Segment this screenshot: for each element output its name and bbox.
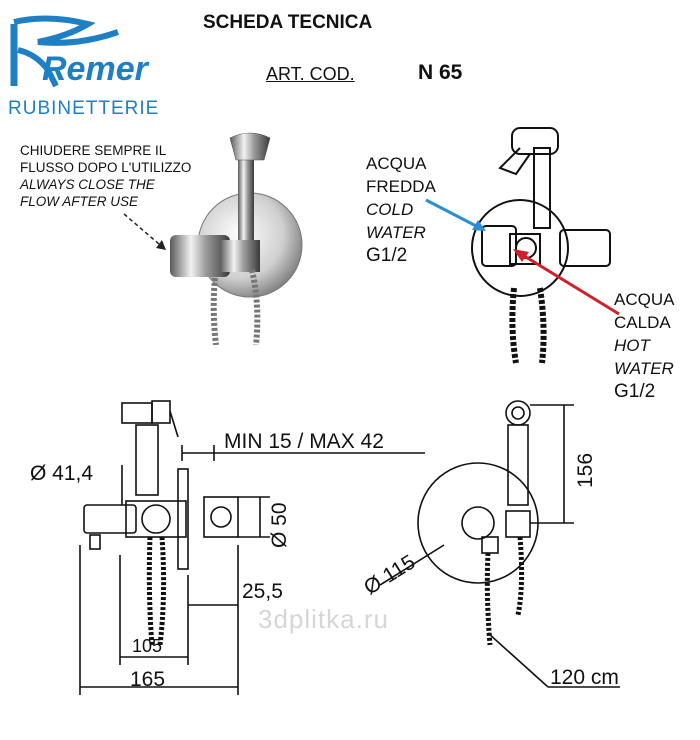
usage-note-en-line1: ALWAYS CLOSE THE (20, 177, 155, 192)
cold-label-en2: WATER (366, 223, 426, 242)
hot-label-size: G1/2 (614, 381, 656, 402)
cold-label-it2: FREDDA (366, 177, 436, 196)
article-code-label: ART. COD. (266, 64, 355, 84)
note-arrow (123, 213, 167, 251)
brand-subtitle: RUBINETTERIE (8, 98, 160, 119)
dim-offset: 25,5 (242, 580, 283, 603)
hot-water-arrow (513, 249, 620, 316)
usage-note-it-line2: FLUSSO DOPO L'UTILIZZO (20, 160, 192, 175)
brand-logo: Remer RUBINETTERIE (8, 10, 188, 120)
usage-note-it-line1: CHIUDERE SEMPRE IL (20, 143, 167, 158)
dim-depth-inner: 105 (132, 636, 163, 656)
document-title: SCHEDA TECNICA (203, 12, 373, 33)
dim-hose-length: 120 cm (550, 666, 619, 689)
cold-label-it1: ACQUA (366, 154, 427, 173)
hot-label-it2: CALDA (614, 313, 671, 332)
cold-label-en1: COLD (366, 200, 414, 219)
cold-label-size: G1/2 (366, 245, 408, 266)
technical-side-view (70, 395, 440, 700)
brand-text: Remer (42, 50, 148, 88)
hot-label-it1: ACQUA (614, 290, 675, 309)
article-code: N 65 (418, 61, 463, 84)
hot-water-label: ACQUA CALDA HOT WATER G1/2 (614, 288, 674, 403)
remer-logo-mark (10, 15, 119, 88)
cold-water-arrow (425, 198, 486, 231)
watermark: 3dplitka.ru (258, 604, 389, 634)
product-photo (160, 120, 310, 346)
dim-depth-total: 165 (130, 668, 166, 691)
cold-water-label: ACQUA FREDDA COLD WATER G1/2 (366, 152, 436, 267)
dim-wall-range: MIN 15 / MAX 42 (224, 430, 384, 453)
dim-handle-diameter: Ø 41,4 (30, 462, 94, 485)
usage-note-en-line2: FLOW AFTER USE (20, 194, 139, 209)
valve-side-drawing (460, 118, 630, 378)
dim-height: 156 (574, 452, 597, 488)
dim-body-diameter: Ø 50 (268, 502, 291, 548)
hot-label-en1: HOT (614, 336, 650, 355)
technical-front-view (360, 395, 630, 705)
hot-label-en2: WATER (614, 359, 674, 378)
usage-note: CHIUDERE SEMPRE IL FLUSSO DOPO L'UTILIZZ… (20, 142, 191, 210)
